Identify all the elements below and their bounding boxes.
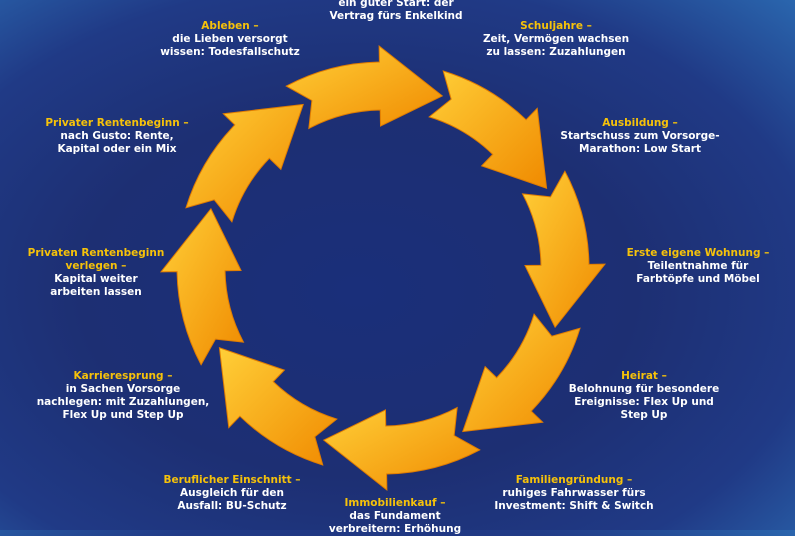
cycle-arrow-5 [322, 406, 481, 492]
stage-label-ausbildung: Ausbildung – Startschuss zum Vorsorge- M… [560, 117, 720, 155]
cycle-arrow-4 [462, 313, 581, 433]
stage-label-heirat: Heirat – Belohnung für besondere Ereigni… [568, 370, 720, 421]
stage-label-rentenbeginn-verlegen: Privaten Rentenbeginn verlegen – Kapital… [27, 247, 165, 298]
stage-label-karrieresprung: Karrieresprung – in Sachen Vorsorge nach… [36, 370, 210, 421]
cycle-arrow-1 [285, 44, 444, 130]
stage-label-privater-rentenbeginn: Privater Rentenbeginn – nach Gusto: Rent… [45, 117, 189, 155]
stage-label-geburt: ein guter Start: der Vertrag fürs Enkelk… [329, 0, 463, 22]
stage-label-erste-wohnung: Erste eigene Wohnung – Teilentnahme für … [626, 247, 770, 285]
stage-label-immobilienkauf: Immobilienkauf – das Fundament verbreite… [328, 497, 462, 535]
cycle-arrow-7 [159, 207, 245, 366]
cycle-arrow-8 [185, 103, 304, 223]
cycle-arrow-3 [521, 170, 607, 329]
stage-label-beruflicher-einschnitt: Beruflicher Einschnitt – Ausgleich für d… [163, 474, 301, 512]
cycle-arrow-2 [428, 70, 548, 189]
stage-label-schuljahre: Schuljahre – Zeit, Vermögen wachsen zu l… [482, 20, 630, 58]
cycle-arrow-6 [218, 347, 338, 466]
stage-label-ableben: Ableben – die Lieben versorgt wissen: To… [160, 20, 300, 58]
stage-label-familiengruendung: Familiengründung – ruhiges Fahrwasser fü… [494, 474, 654, 512]
